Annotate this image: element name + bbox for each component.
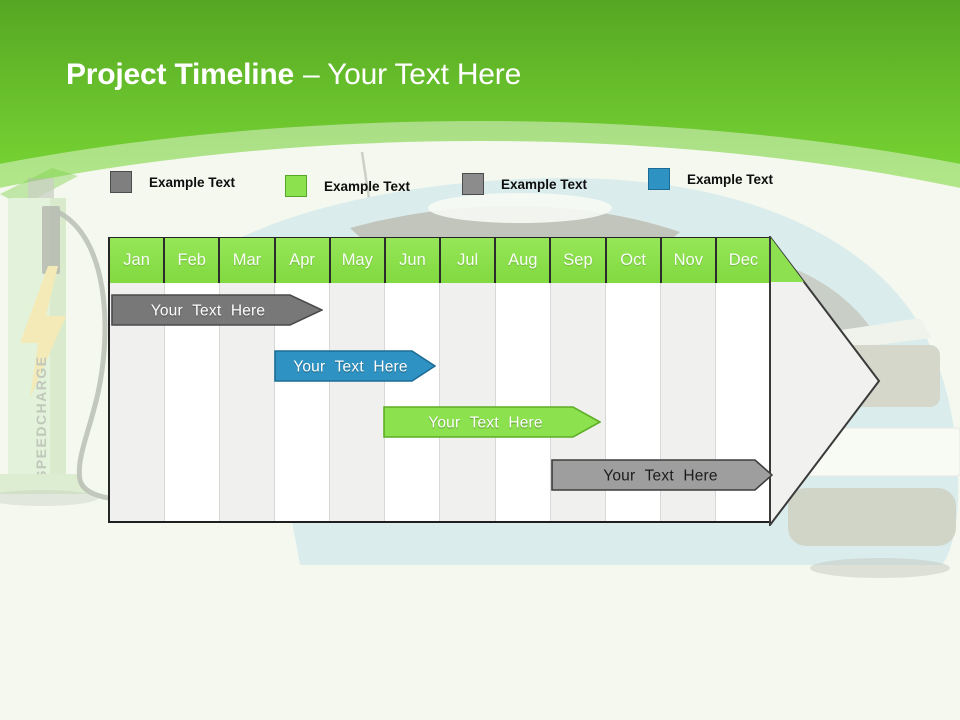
month-cell-nov: Nov xyxy=(661,238,717,283)
month-cell-aug: Aug xyxy=(496,238,552,283)
bar-shape xyxy=(383,406,601,438)
bar-shape xyxy=(274,350,436,382)
charger-cap xyxy=(0,168,78,206)
page-title-rest: – Your Text Here xyxy=(303,58,522,91)
car-headlight xyxy=(828,318,932,350)
arrow-tip-header-green xyxy=(771,238,804,282)
month-cell-feb: Feb xyxy=(165,238,221,283)
legend-label: Example Text xyxy=(324,178,411,194)
legend-label: Example Text xyxy=(687,171,774,187)
month-cell-sep: Sep xyxy=(551,238,607,283)
month-label: Jan xyxy=(123,251,150,269)
speedcharge-label: SPEEDCHARGE xyxy=(33,355,49,480)
month-label: Sep xyxy=(563,251,593,269)
bar-shape xyxy=(111,294,323,326)
page-title: Project Timeline – Your Text Here xyxy=(66,58,521,92)
legend-item: Example Text xyxy=(648,168,773,190)
legend-swatch xyxy=(462,173,484,195)
month-cell-oct: Oct xyxy=(606,238,662,283)
timeline-bar: Your Text Here xyxy=(551,459,773,491)
car-roof-highlight xyxy=(428,193,612,223)
month-cell-jun: Jun xyxy=(385,238,442,283)
month-cell-apr: Apr xyxy=(275,238,331,283)
month-label: Jun xyxy=(399,251,426,269)
month-label: Aug xyxy=(508,251,538,269)
legend-swatch xyxy=(648,168,670,190)
ev-charger-watermark: SPEEDCHARGE xyxy=(0,168,127,506)
month-column xyxy=(440,283,496,521)
legend-swatch xyxy=(285,175,307,197)
month-column xyxy=(495,283,551,521)
legend-swatch xyxy=(110,171,132,193)
timeline-arrow-tip xyxy=(769,236,881,526)
bar-label: Your Text Here xyxy=(293,359,407,376)
month-label: Feb xyxy=(177,251,206,269)
timeline-bar: Your Text Here xyxy=(274,350,436,382)
charger-base xyxy=(0,474,90,494)
car-wheel-shadow xyxy=(810,558,950,578)
timeline-bar: Your Text Here xyxy=(383,406,601,438)
car-antenna xyxy=(360,151,372,206)
month-header-row: Jan Feb Mar Apr May Jun Jul Aug Sep Oct Nov Dec xyxy=(110,238,771,283)
bar-shape xyxy=(551,459,773,491)
month-cell-jan: Jan xyxy=(110,238,166,283)
bar-label: Your Text Here xyxy=(428,415,542,432)
charger-screen xyxy=(42,206,60,274)
month-cell-dec: Dec xyxy=(716,238,771,283)
month-label: Oct xyxy=(620,251,646,269)
month-label: Apr xyxy=(289,251,315,269)
page-title-bold: Project Timeline xyxy=(66,58,294,91)
month-label: Dec xyxy=(728,251,759,269)
month-label: Jul xyxy=(457,251,479,269)
month-column xyxy=(385,283,441,521)
legend-item: Example Text xyxy=(110,171,235,193)
bar-label: Your Text Here xyxy=(603,468,717,485)
arrow-tip-shape xyxy=(769,236,881,526)
month-cell-jul: Jul xyxy=(441,238,497,283)
legend-item: Example Text xyxy=(285,175,410,197)
charger-cable xyxy=(55,209,127,503)
car-bumper xyxy=(788,488,956,546)
charger-shadow xyxy=(0,490,98,506)
month-label: Nov xyxy=(673,251,703,269)
month-label: Mar xyxy=(232,251,262,269)
legend-label: Example Text xyxy=(501,176,588,192)
lightning-bolt-icon xyxy=(20,266,66,398)
legend-label: Example Text xyxy=(149,174,236,190)
month-label: May xyxy=(341,251,373,269)
month-column xyxy=(330,283,386,521)
timeline-bar: Your Text Here xyxy=(111,294,323,326)
month-cell-may: May xyxy=(330,238,386,283)
bar-label: Your Text Here xyxy=(151,303,265,320)
month-cell-mar: Mar xyxy=(220,238,276,283)
legend-item: Example Text xyxy=(462,173,587,195)
